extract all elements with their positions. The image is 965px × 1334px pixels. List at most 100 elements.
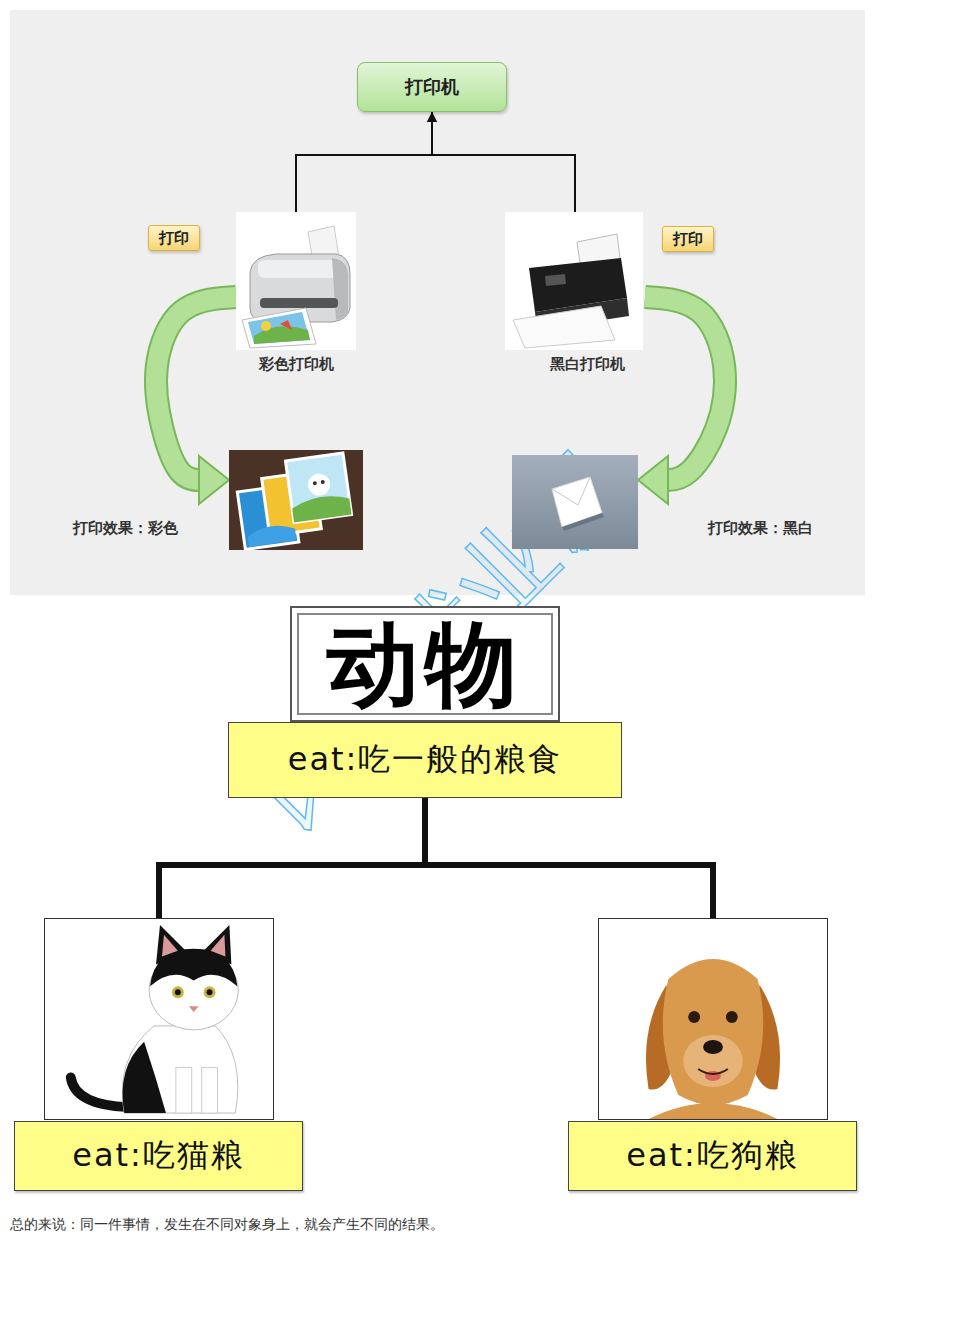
animal-picture [71,1077,128,1107]
result-label: 打印效果：黑白 [708,519,813,538]
method-bar: eat:吃狗粮 [568,1121,857,1191]
printer-picture [236,212,356,350]
printer-picture [280,320,292,330]
flow-arrow [156,297,236,480]
printer-name: 黑白打印机 [550,355,625,374]
caption-text: 总的来说：同一件事情，发生在不同对象身上，就会产生不同的结果。 [10,1216,444,1232]
tree-line [425,798,713,918]
printer-picture [236,212,356,350]
base-class-box: 动物 eat:吃一般的粮食 [228,606,622,798]
animal-picture [599,919,827,1119]
result-picture [237,485,299,550]
connector [296,112,432,212]
method-text: eat:吃猫粮 [72,1138,245,1173]
animal-picture [156,925,186,965]
animal-picture [202,1068,218,1114]
result-picture [229,450,363,550]
animal-picture [204,986,216,998]
printer-caption: 黑白打印机 [530,354,645,374]
print-result: 打印效果：黑白 [512,455,638,549]
connector [645,297,725,480]
subclass-box: eat:吃猫粮 [14,918,304,1192]
printer-picture [242,308,316,348]
animal-picture [123,1042,166,1113]
result-picture [229,450,363,550]
action-name: 打印 [159,229,189,247]
arrow-outline [156,297,236,480]
animal-picture [176,1068,192,1114]
result-picture [562,513,604,531]
printer-picture [332,258,348,320]
result-picture [512,455,638,549]
printer-picture [261,321,271,331]
watermark: 比特就业课 [227,427,653,853]
animal-picture [211,935,226,957]
printer-picture [250,254,350,322]
subclass-box: eat:吃狗粮 [568,918,858,1192]
tree-line [159,798,425,918]
result-picture [234,453,354,550]
animal-picture [207,989,213,995]
animal-picture [703,1040,723,1054]
calligraphy-title: 动物 [327,618,523,710]
animal-picture [746,985,780,1090]
printer-name: 彩色打印机 [259,355,334,374]
inheritance-arrow [432,112,575,212]
printer-picture [254,326,310,344]
connector [159,798,425,918]
class-box: 打印机 [357,62,507,112]
animal-picture [44,918,274,1120]
connector [156,297,236,480]
animal-picture [162,935,178,957]
printer-picture [258,260,342,278]
animal-picture [204,925,232,965]
animal-picture [646,985,680,1090]
result-picture [262,471,322,536]
result-picture [291,493,351,522]
printer-picture [529,258,627,312]
animal-picture [149,951,238,1030]
method-bar: eat:吃猫粮 [14,1121,303,1191]
printer-picture [577,234,621,270]
class-name: 打印机 [405,76,459,98]
title-frame: 动物 [290,606,560,722]
animal-picture [598,918,828,1120]
result-caption: 打印效果：彩色 [73,518,178,538]
animal-picture [599,919,827,1119]
connector [432,112,575,212]
action-tag: 打印 [148,225,200,251]
result-picture [307,472,332,497]
animal-picture [175,989,181,995]
result-picture [552,477,590,505]
result-picture [285,453,351,522]
animal-picture [663,959,763,1105]
action-name: 打印 [673,230,703,248]
caption-block: 总的来说：同一件事情，发生在不同对象身上，就会产生不同的结果。 [10,1214,950,1234]
printer-picture [545,274,566,286]
grey-panel [10,10,865,595]
printer-box: 黑白打印机 [505,212,645,374]
animal-picture [726,1011,738,1023]
animal-picture [705,1071,721,1081]
method-text: eat:吃一般的粮食 [288,742,563,777]
animal-picture [45,919,273,1119]
animal-picture [688,1011,700,1023]
connector [425,798,713,918]
method-text: eat:吃狗粮 [626,1138,799,1173]
animal-picture [189,1006,199,1012]
animal-picture [150,949,237,987]
watermark-text: 比特就业课 [227,427,653,853]
animal-picture [649,1103,778,1119]
printer-picture [505,212,643,350]
result-picture [512,455,638,549]
printer-picture [513,306,615,348]
printer-picture [248,312,310,344]
result-picture [313,481,318,486]
result-picture [247,523,297,547]
method-bar: eat:吃一般的粮食 [228,722,622,798]
result-caption: 打印效果：黑白 [708,518,813,538]
result-picture [512,455,638,549]
